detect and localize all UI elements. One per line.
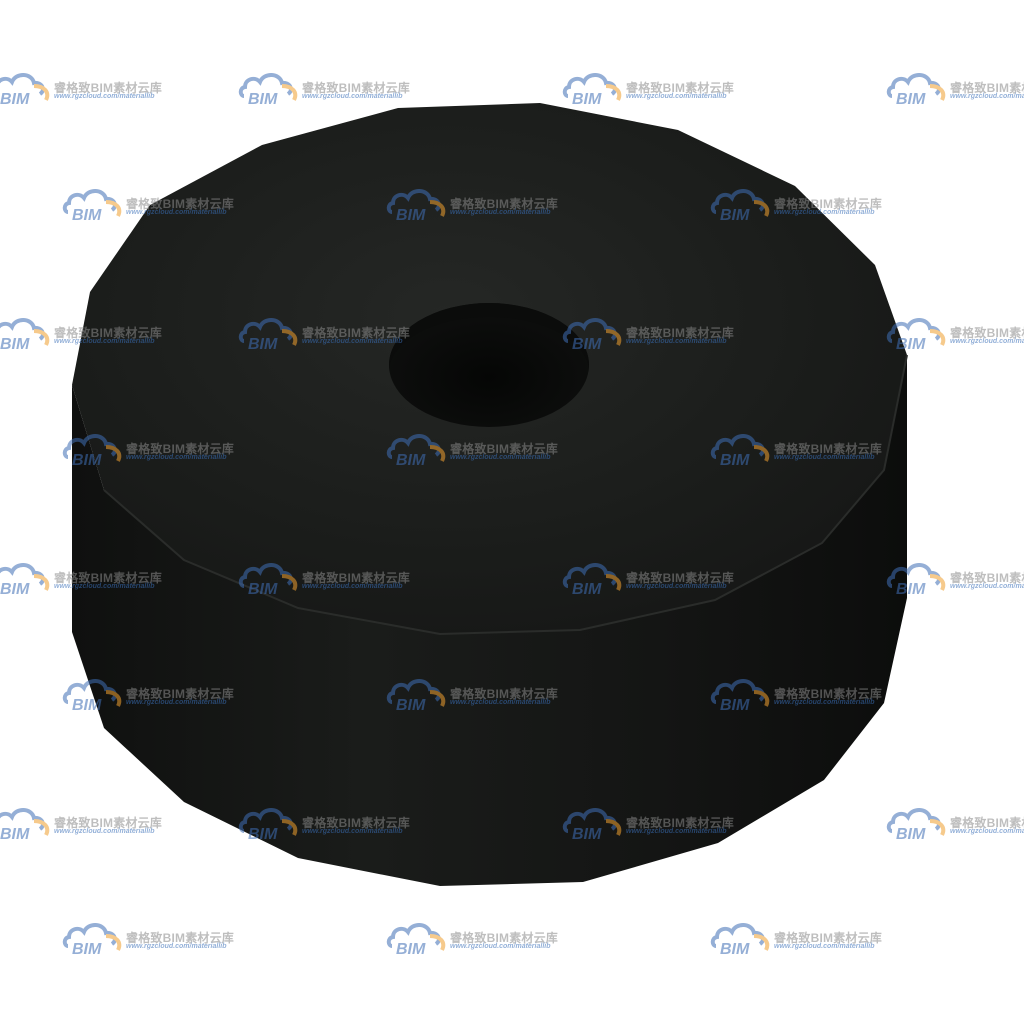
pad-center-hole	[389, 303, 589, 427]
pad-side-wall	[72, 355, 907, 886]
pad-rim-edge	[103, 354, 908, 636]
hole-inner-wall	[389, 303, 589, 372]
